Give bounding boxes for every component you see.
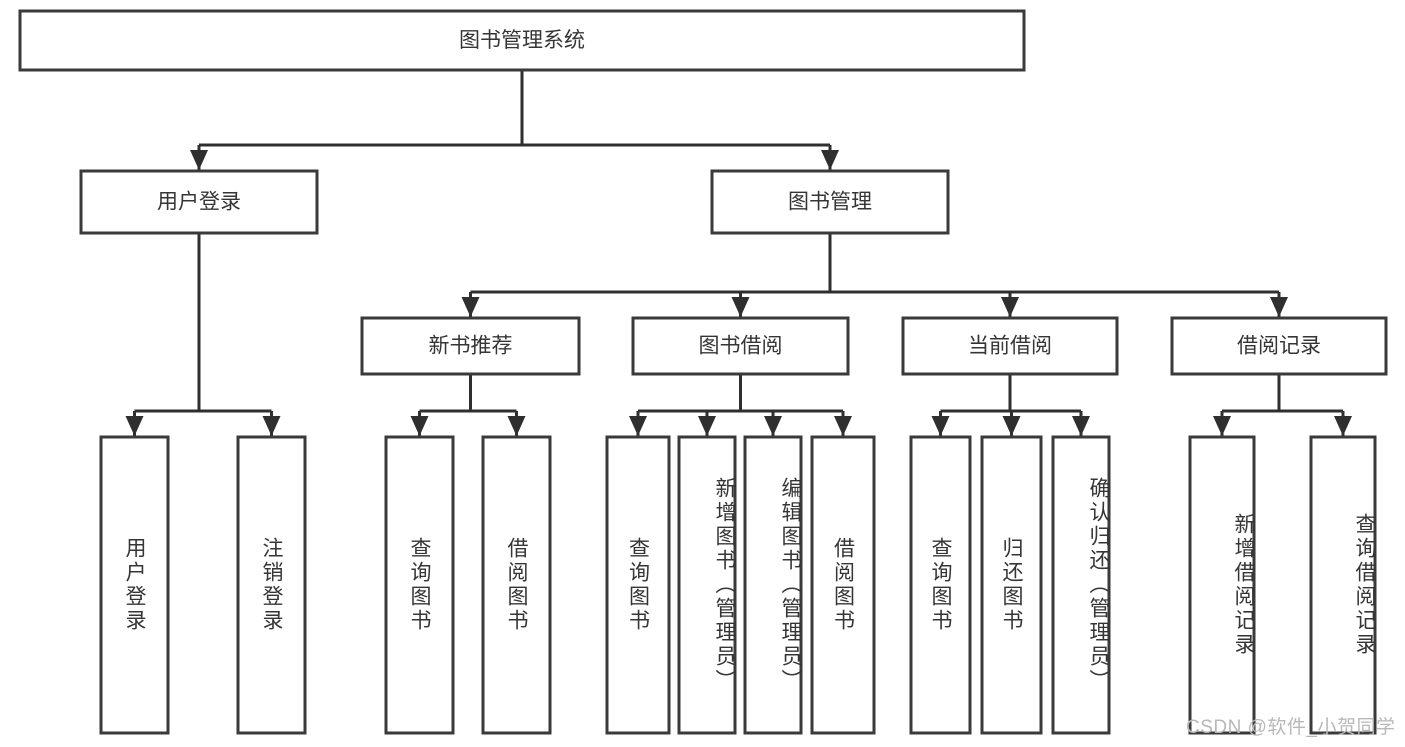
node-label-level3-a: 新书推荐 xyxy=(429,335,513,358)
node-label-level2-b: 图书管理 xyxy=(788,191,872,214)
node-label-level3-b: 图书借阅 xyxy=(699,335,783,358)
node-box-leaf-4[interactable] xyxy=(481,435,552,735)
arrow-head-level3-d-0 xyxy=(1213,416,1231,436)
arrow-head-level3-c-0 xyxy=(931,416,950,436)
arrow-head-level3-d-1 xyxy=(1334,416,1352,436)
node-box-root[interactable] xyxy=(18,9,1026,72)
arrow-head-root-0 xyxy=(190,150,208,170)
arrow-head-level3-a-0 xyxy=(410,416,429,436)
node-box-level2-a[interactable] xyxy=(79,169,319,235)
node-box-level2-b[interactable] xyxy=(710,169,950,235)
node-box-level3-b[interactable] xyxy=(631,316,850,376)
arrow-head-level2-b-3 xyxy=(1270,297,1288,317)
node-box-leaf-2[interactable] xyxy=(236,435,307,735)
arrow-head-level2-b-1 xyxy=(731,297,750,317)
arrow-head-level3-a-1 xyxy=(507,416,526,436)
node-box-leaf-6[interactable] xyxy=(677,435,737,735)
node-label-root: 图书管理系统 xyxy=(459,29,585,52)
node-box-level3-c[interactable] xyxy=(901,316,1119,376)
arrow-head-level2-a-0 xyxy=(125,416,144,436)
arrow-head-level2-a-1 xyxy=(262,416,281,436)
watermark-text: CSDN @软件_小贺同学 xyxy=(1186,717,1396,738)
arrow-head-level3-b-1 xyxy=(698,416,716,436)
node-label-level3-d: 借阅记录 xyxy=(1237,335,1321,358)
arrow-head-root-1 xyxy=(821,150,839,170)
node-box-leaf-8[interactable] xyxy=(810,435,876,735)
node-box-leaf-9[interactable] xyxy=(909,435,972,735)
node-box-leaf-3[interactable] xyxy=(384,435,455,735)
node-box-leaf-5[interactable] xyxy=(605,435,671,735)
edges-layer xyxy=(125,70,1352,436)
node-box-leaf-7[interactable] xyxy=(743,435,803,735)
arrow-head-level3-b-0 xyxy=(629,416,647,436)
node-box-leaf-11[interactable] xyxy=(1051,435,1111,735)
node-box-leaf-12[interactable] xyxy=(1188,435,1256,735)
arrow-head-level3-b-2 xyxy=(764,416,782,436)
arrow-head-level3-c-2 xyxy=(1072,416,1090,436)
arrow-head-level2-b-2 xyxy=(1001,297,1019,317)
node-box-level3-d[interactable] xyxy=(1170,316,1388,376)
arrow-head-level3-c-1 xyxy=(1002,416,1021,436)
node-label-level2-a: 用户登录 xyxy=(157,191,241,214)
node-box-leaf-1[interactable] xyxy=(99,435,170,735)
node-box-level3-a[interactable] xyxy=(360,316,581,376)
node-label-level3-c: 当前借阅 xyxy=(968,335,1052,358)
node-box-leaf-13[interactable] xyxy=(1309,435,1377,735)
arrow-head-level3-b-3 xyxy=(834,416,852,436)
node-box-leaf-10[interactable] xyxy=(980,435,1043,735)
arrow-head-level2-b-0 xyxy=(461,297,480,317)
